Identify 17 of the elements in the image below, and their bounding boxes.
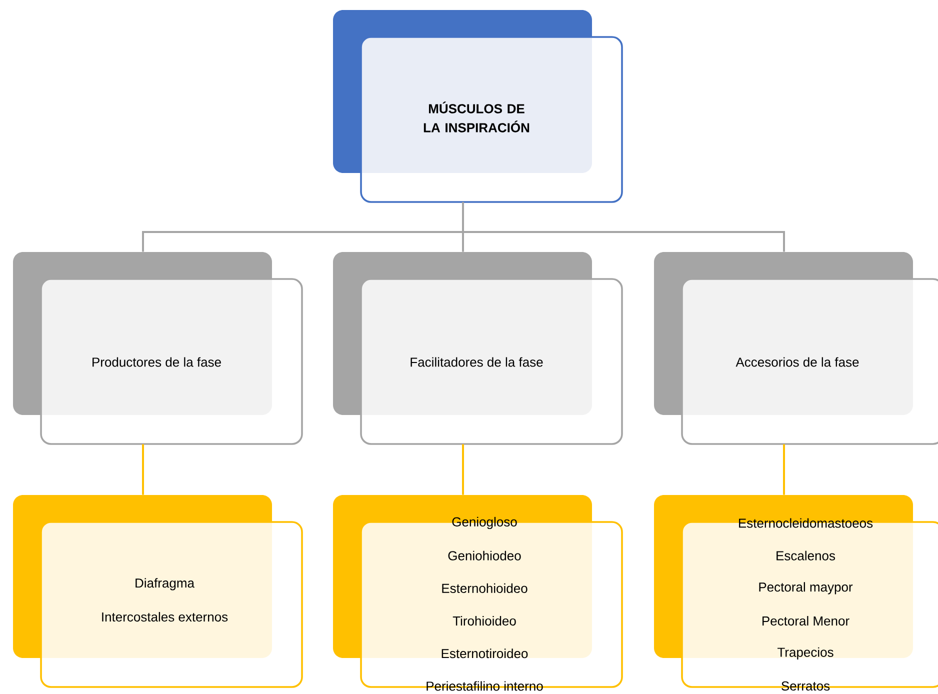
rounded-box: Facilitadores de la fase: [333, 252, 623, 445]
rounded-box: Productores de la fase: [13, 252, 303, 445]
connector-line: [462, 202, 785, 252]
node-label: Geniohiodeo: [448, 550, 521, 560]
node-label: Tirohioideo: [452, 616, 516, 626]
node-label: Esternotiroideo: [442, 648, 528, 658]
rounded-box: Diafragma Intercostales externos: [13, 495, 303, 688]
node-label: Trapecios: [778, 647, 834, 660]
node-label: Escalenos: [776, 550, 836, 560]
connector-line: [462, 444, 464, 495]
connector-line: [783, 444, 785, 495]
node-label: Esternohioideo: [442, 583, 528, 593]
node-label: Pectoral maypor: [759, 582, 853, 594]
rounded-box: Accesorios de la fase: [654, 252, 938, 445]
connector-line: [142, 444, 144, 495]
rounded-box: MÚSCULOS DE LA INSPIRACIÓN: [333, 10, 623, 203]
node-label: Pectoral Menor: [762, 616, 850, 626]
